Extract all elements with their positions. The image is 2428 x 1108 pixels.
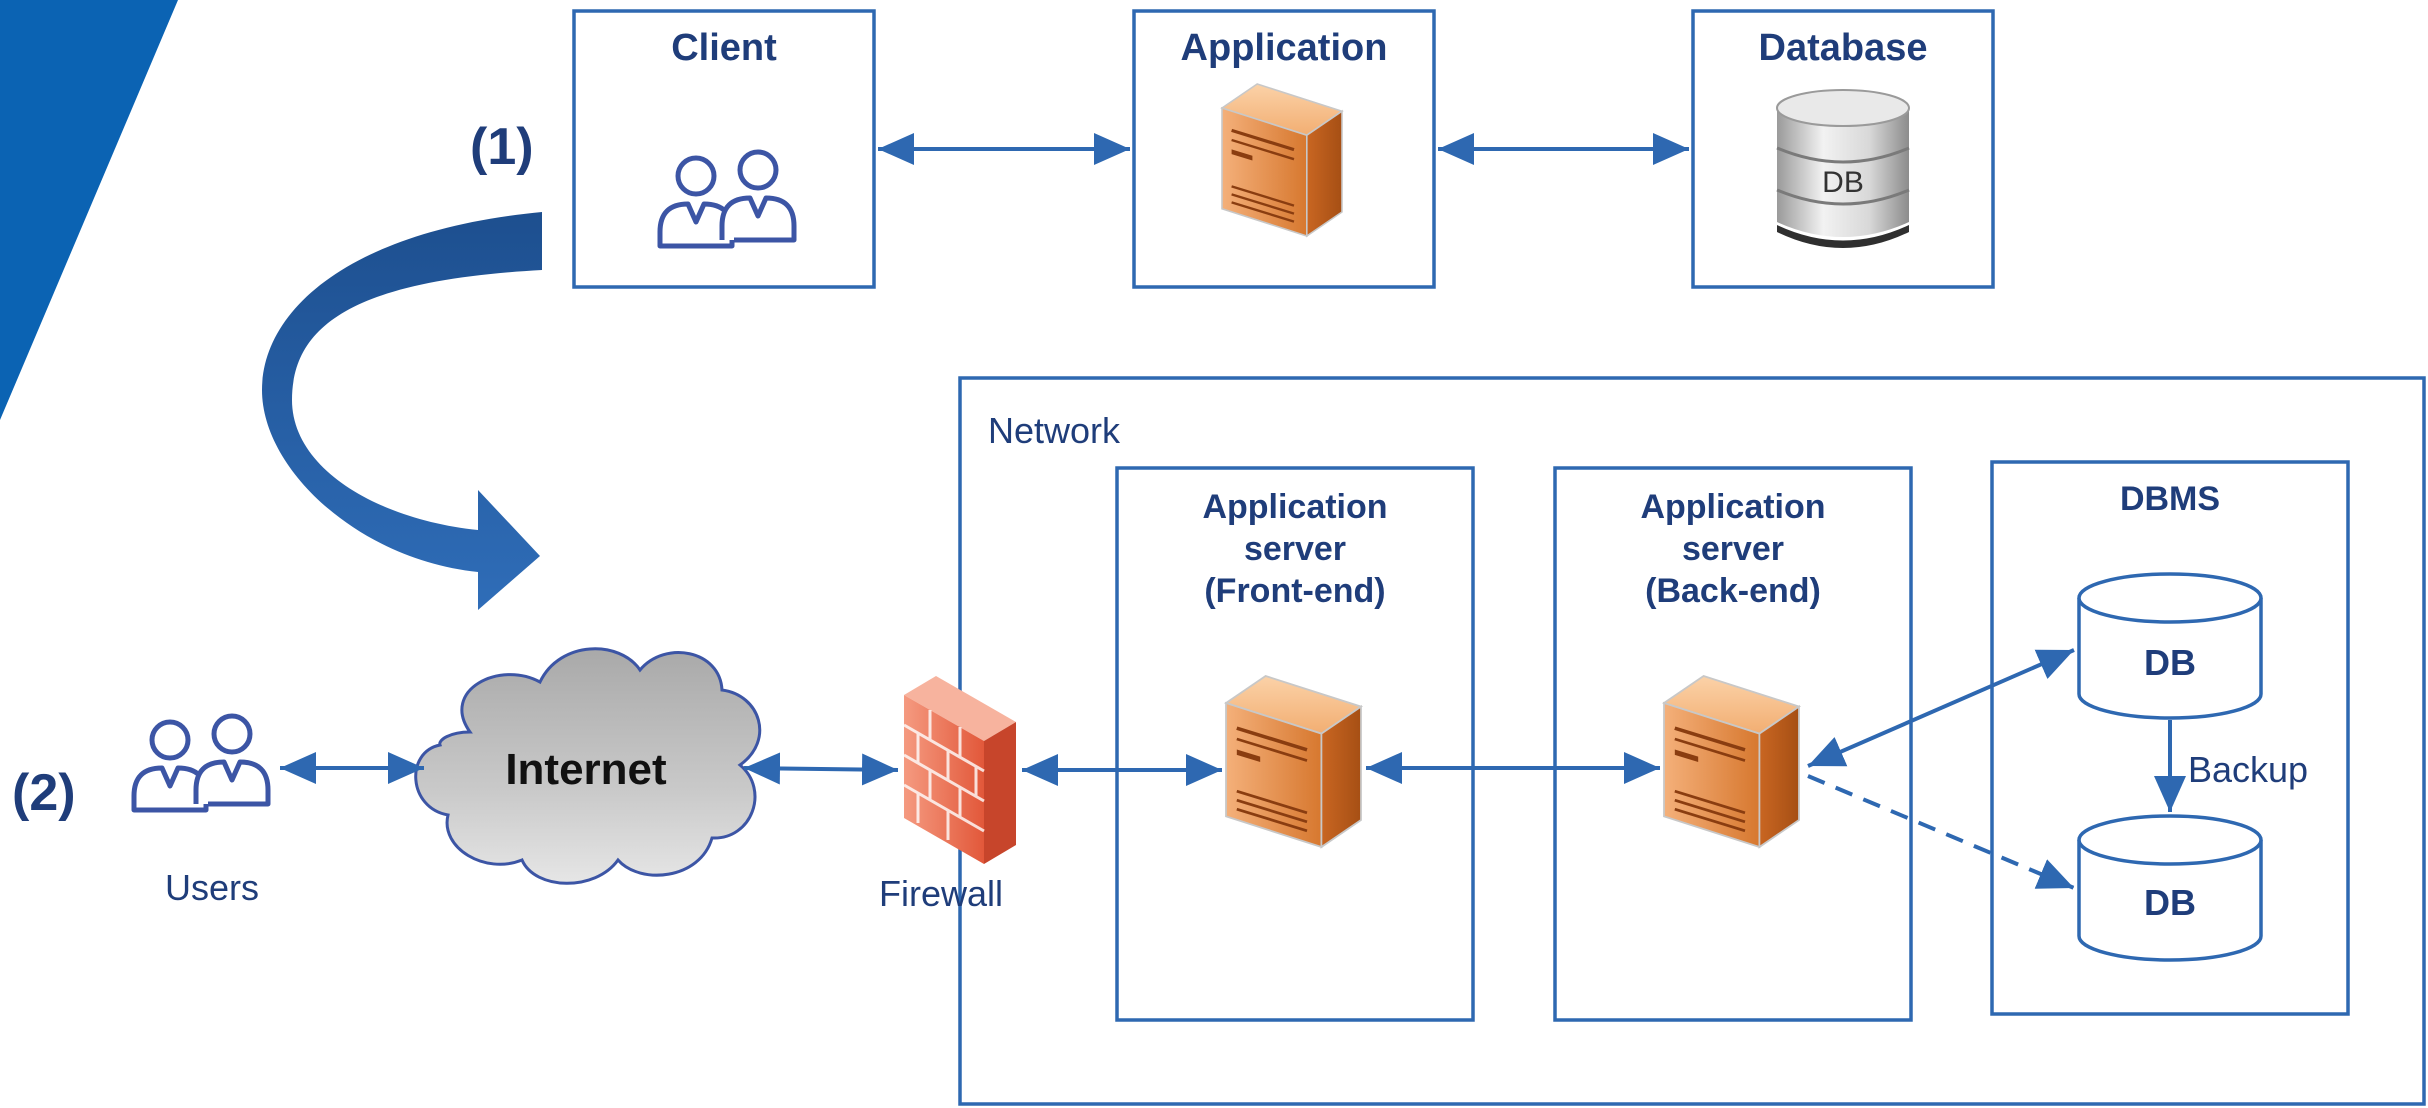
internet-firewall-link — [743, 752, 899, 786]
back-end-title-1: Application — [1640, 488, 1825, 526]
front-end-title-1: Application — [1202, 488, 1387, 526]
front-end-server-icon — [1224, 674, 1363, 849]
client-title: Client — [671, 27, 777, 69]
database-box — [1691, 9, 1995, 289]
users-icon-bottom — [134, 716, 268, 810]
firewall-label: Firewall — [879, 873, 1003, 914]
back-end-title-3: (Back-end) — [1645, 572, 1821, 610]
marker-2: (2) — [12, 764, 76, 822]
dbms-db-primary: DB — [2077, 572, 2263, 720]
users-label: Users — [165, 867, 259, 908]
backend-db-primary-link — [1807, 648, 2075, 768]
internet-label: Internet — [505, 745, 667, 794]
corner-accent-shape — [0, 0, 178, 420]
database-icon: DB — [1776, 89, 1910, 248]
cloud-icon — [414, 647, 762, 885]
curved-arrow-icon — [262, 212, 542, 610]
backend-db-backup-link — [1807, 774, 2075, 890]
dbms-db-backup: DB — [2077, 814, 2263, 962]
dbms-title: DBMS — [2120, 480, 2220, 518]
firewall-icon — [903, 676, 1016, 864]
front-end-title-3: (Front-end) — [1204, 572, 1385, 610]
front-end-box — [1115, 466, 1475, 1022]
client-box — [572, 9, 876, 289]
db-icon-label: DB — [1822, 166, 1864, 199]
network-label: Network — [988, 410, 1121, 451]
back-end-server-icon — [1662, 674, 1801, 849]
server-icon — [1220, 82, 1344, 238]
marker-1: (1) — [470, 118, 534, 176]
application-title: Application — [1181, 27, 1388, 69]
back-end-title-2: server — [1682, 530, 1784, 568]
application-box — [1132, 9, 1436, 289]
dbms-db-primary-label: DB — [2144, 642, 2196, 683]
front-end-title-2: server — [1244, 530, 1346, 568]
users-icon — [660, 152, 794, 246]
backup-label: Backup — [2188, 749, 2308, 790]
dbms-db-backup-label: DB — [2144, 882, 2196, 923]
database-title: Database — [1759, 27, 1928, 69]
